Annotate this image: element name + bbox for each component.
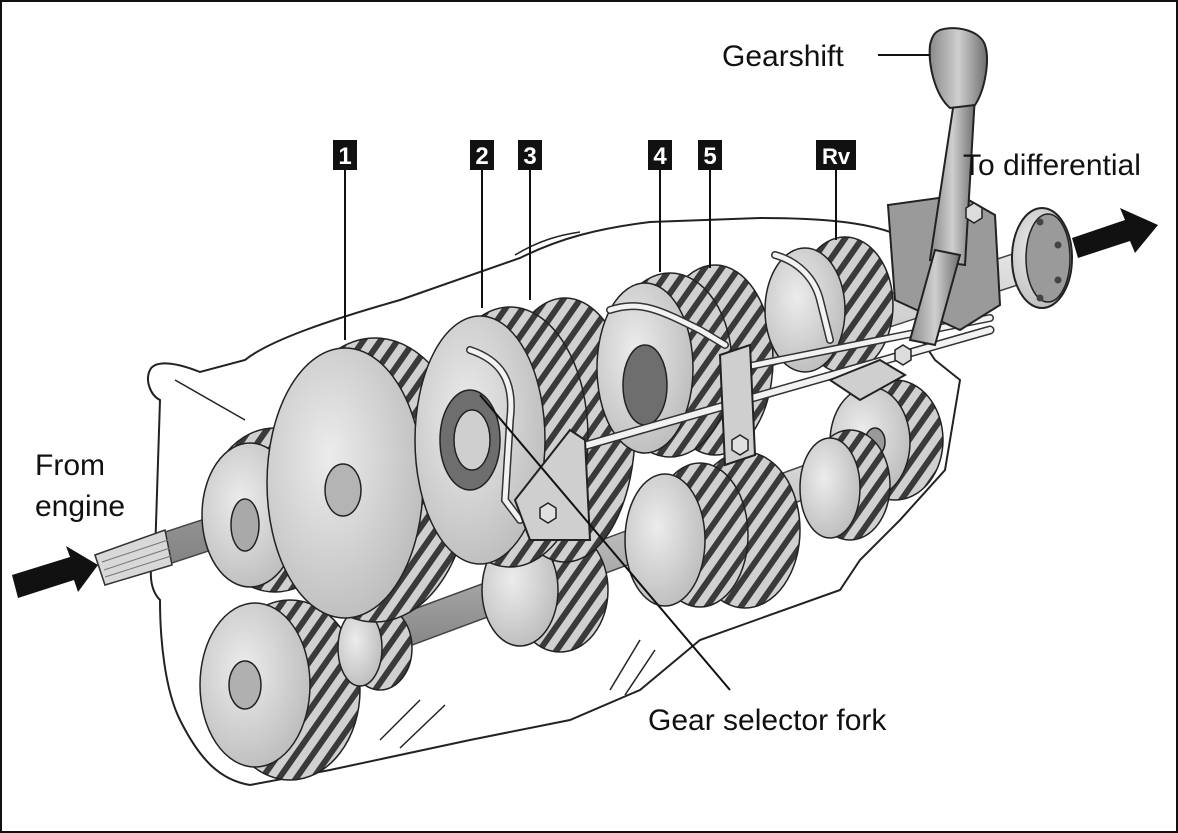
output-arrow: [1072, 208, 1158, 258]
gearshift-label: Gearshift: [722, 40, 844, 73]
gear-number-badge-1: 1: [333, 140, 357, 170]
gear-selector-fork-4-5: [606, 302, 757, 467]
countershaft-gear: [624, 451, 801, 609]
countershaft-gear: [337, 605, 413, 691]
gearshift-lever: [886, 27, 1002, 366]
gear-number-5: 5: [703, 143, 716, 170]
gear-selector-fork-rv: [771, 251, 907, 402]
gear-number-2: 2: [475, 143, 488, 170]
gear-selector-fork-leader: [479, 394, 731, 691]
input-shaft-splines: [94, 529, 173, 586]
to-differential-label: To differential: [963, 149, 1141, 182]
housing-inner-line: [174, 379, 246, 421]
countershaft-gear: [799, 429, 891, 541]
gear-number-4: 4: [653, 143, 667, 170]
selector-rod: [737, 315, 993, 371]
countershaft-gear: [199, 599, 361, 781]
output-flange: [1011, 207, 1073, 309]
gear-number-badge-rv: Rv: [816, 140, 856, 170]
from-engine-label-line2: engine: [35, 490, 125, 523]
from-engine-label-line1: From: [35, 449, 105, 482]
selector-rod: [567, 327, 993, 453]
gear-number-rv: Rv: [822, 144, 851, 169]
gear-number-badge-3: 3: [518, 140, 542, 170]
gear-number-3: 3: [523, 143, 536, 170]
housing-inner-line: [379, 699, 446, 749]
gear-4: [596, 272, 733, 458]
gear-number-badge-4: 4: [648, 140, 672, 170]
spline-line: [101, 539, 172, 578]
gear-number-badge-2: 2: [470, 140, 494, 170]
gear-number-1: 1: [338, 143, 351, 170]
gear-selector-fork-label: Gear selector fork: [648, 704, 887, 737]
gear-number-badge-5: 5: [698, 140, 722, 170]
housing-inner-line: [609, 639, 656, 696]
housing-inner-line: [514, 231, 581, 256]
gear-selector-fork: [466, 346, 592, 541]
input-arrow: [12, 546, 98, 598]
